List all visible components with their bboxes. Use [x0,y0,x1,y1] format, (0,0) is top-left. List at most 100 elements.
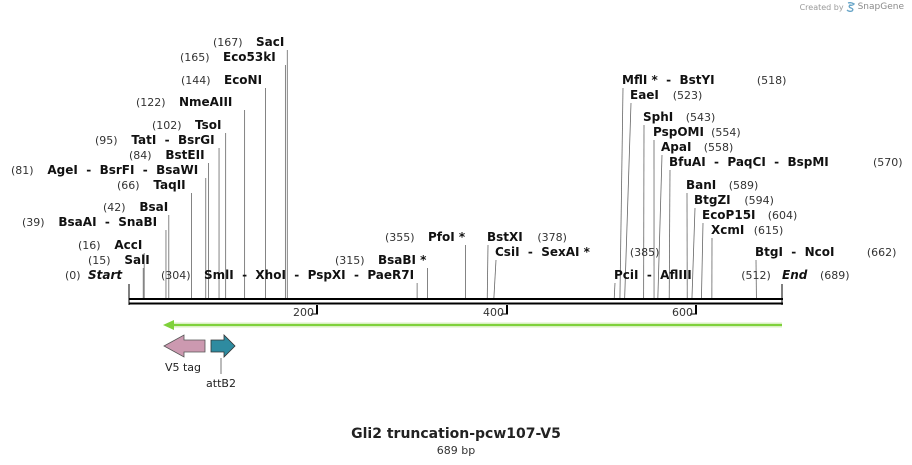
restriction-site-tati[interactable]: (95) TatI - BsrGI [95,133,215,147]
restriction-site-sali[interactable]: (15)SalI [88,253,150,267]
site-name: EcoP15I [702,208,756,222]
site-leader-line [486,244,489,299]
restriction-site-mfli[interactable]: (518)MflI * - BstYI [622,73,786,87]
restriction-site-eaei[interactable]: (523)EaeI [630,88,702,102]
site-position: (615) [754,224,784,237]
restriction-site-smli[interactable]: (304) SmlI - XhoI - PspXI - PaeR7I [161,268,414,282]
ruler-label-400: 400 [483,306,504,319]
site-name: TatI - BsrGI [131,133,214,147]
restriction-site-sphi[interactable]: (543) SphI [643,110,715,124]
start-label: Start [88,268,123,282]
site-position: (512) [741,269,771,282]
ruler-label-200: 200 [293,306,314,319]
site-position: (523) [673,89,703,102]
end-position: (689) [820,269,850,282]
orf-arrow[interactable] [163,320,782,330]
site-name: BstXI [487,230,523,244]
site-name: BanI [686,178,716,192]
site-position: (355) [385,231,415,244]
site-position: (315) [335,254,365,267]
restriction-site-btgi[interactable]: (662) BtgI - NcoI [755,245,896,259]
site-position: (167) [213,36,243,49]
restriction-site-nmeaiii[interactable]: (122) NmeAIII [136,95,232,109]
site-name: Eco53kI [223,50,276,64]
restriction-site-pspomi[interactable]: (554) PspOMI [653,125,741,139]
site-position: (39) [22,216,45,229]
site-position: (543) [686,111,716,124]
restriction-site-csii[interactable]: (385)CsiI - SexAI * [495,245,659,259]
feature-attb2-label: attB2 [206,377,236,390]
sequence-length: 689 bp [436,444,476,457]
restriction-site-pfoi[interactable]: (355) PfoI * [385,230,466,244]
site-position: (95) [95,134,118,147]
credit-text: Created by [799,2,844,12]
restriction-site-bani[interactable]: (589) BanI [686,178,758,192]
site-position: (570) [873,156,903,169]
restriction-site-taqii[interactable]: (66)TaqII [117,178,186,192]
restriction-site-btgzi[interactable]: (594)BtgZI [694,193,774,207]
site-position: (165) [180,51,210,64]
restriction-site-bfuai[interactable]: (570) BfuAI - PaqCI - BspMI [669,155,903,169]
site-leader-line [657,154,663,299]
site-leader-line [493,259,497,299]
site-position: (558) [704,141,734,154]
site-name: BtgI - NcoI [755,245,835,259]
site-name: CsiI - SexAI * [495,245,591,259]
restriction-site-eco53ki[interactable]: (165) Eco53kI [180,50,276,64]
restriction-site-ecop15i[interactable]: (604) EcoP15I [702,208,797,222]
site-name: SphI [643,110,673,124]
site-name: SmlI - XhoI - PspXI - PaeR7I [204,268,414,282]
feature-v5-tag-label: V5 tag [165,361,201,374]
site-position: (42) [103,201,126,214]
site-name: PspOMI [653,125,704,139]
restriction-site-econi[interactable]: (144)EcoNI [181,73,262,87]
site-name: BfuAI - PaqCI - BspMI [669,155,829,169]
restriction-site-agei[interactable]: (81)AgeI - BsrFI - BsaWI [11,163,198,177]
site-name: MflI * - BstYI [622,73,715,87]
restriction-site-saci[interactable]: (167) SacI [213,35,284,49]
site-position: (589) [729,179,759,192]
sequence-map: (15)SalI(16)AccI (39)BsaAI - SnaBI(42)Bsa… [11,35,903,390]
site-position: (378) [537,231,567,244]
site-position: (304) [161,269,191,282]
site-leader-line [619,87,624,299]
site-position: (15) [88,254,111,267]
site-name: EcoNI [224,73,262,87]
credit-brand: SnapGene [857,2,904,12]
map-title: Gli2 truncation-pcw107-V5 [351,426,561,442]
restriction-site-bsteii[interactable]: (84)BstEII [129,148,205,162]
snapgene-logo-icon [846,2,855,12]
site-position: (102) [152,119,182,132]
site-name: PfoI * [428,230,466,244]
site-leader-line [668,169,671,299]
site-position: (604) [768,209,798,222]
restriction-site-bsai[interactable]: (42)BsaI [103,200,168,214]
site-position: (81) [11,164,34,177]
restriction-site-acci[interactable]: (16)AccI [78,238,142,252]
restriction-site-apai[interactable]: (558) ApaI [661,140,733,154]
site-leader-line [613,282,616,299]
start-position: (0) [65,269,81,282]
restriction-site-xcmi[interactable]: (615) XcmI [711,223,783,237]
restriction-site-pcii[interactable]: (512) PciI - AflIII [614,268,771,282]
site-name: TsoI [195,118,221,132]
site-name: BstEII [165,148,204,162]
site-name: ApaI [661,140,691,154]
site-name: XcmI [711,223,744,237]
end-label: End [782,268,808,282]
feature-attb2[interactable]: attB2 [206,334,236,390]
restriction-site-bsaai[interactable]: (39)BsaAI - SnaBI [22,215,157,229]
site-leader-line [691,207,696,299]
restriction-site-bsabi[interactable]: (315)BsaBI * [335,253,427,267]
site-leader-line [701,222,704,299]
site-name: PciI - AflIII [614,268,692,282]
site-position: (66) [117,179,140,192]
site-position: (554) [711,126,741,139]
restriction-site-tsoi[interactable]: (102) TsoI [152,118,221,132]
site-position: (122) [136,96,166,109]
feature-v5-tag[interactable]: V5 tag [163,334,206,374]
site-name: NmeAIII [179,95,232,109]
site-position: (662) [867,246,897,259]
site-name: SacI [256,35,284,49]
restriction-site-bstxi[interactable]: (378) BstXI [487,230,567,244]
